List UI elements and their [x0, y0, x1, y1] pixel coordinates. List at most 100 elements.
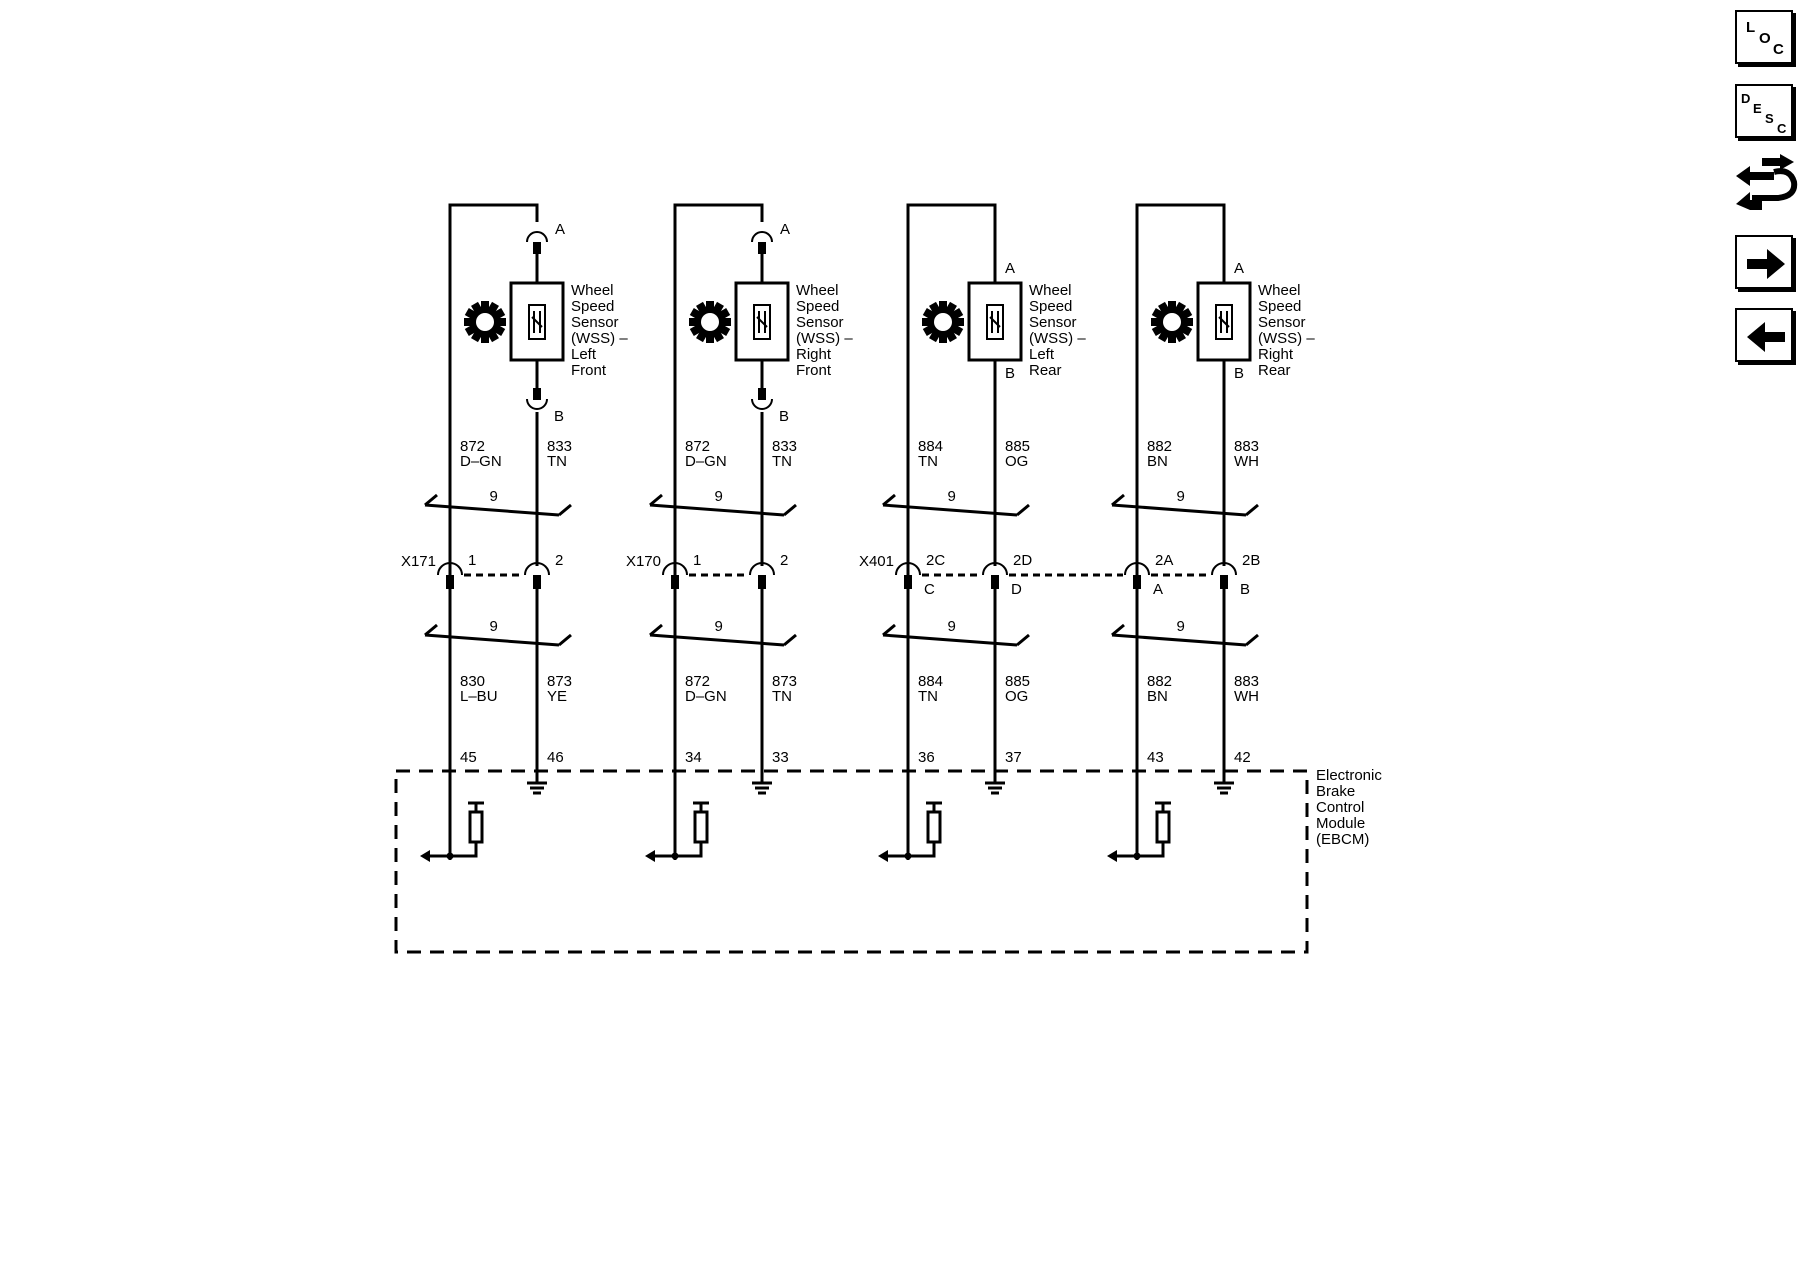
wire-circuit-number: 873	[772, 673, 797, 690]
ebcm-module-outline	[394, 769, 1309, 954]
sensor-element-mark	[989, 311, 1001, 333]
ground-icon	[752, 781, 772, 795]
module-pin-number: 34	[685, 749, 702, 766]
sensor-name-line: Wheel	[1258, 282, 1301, 299]
module-name-line: Control	[1316, 799, 1364, 816]
module-pin-number: 45	[460, 749, 477, 766]
wire-color-code: D–GN	[460, 453, 502, 470]
bundle-mark	[424, 503, 560, 517]
connector-pin-letter: B	[1240, 581, 1250, 598]
sensor-name-line: Left	[571, 346, 597, 363]
wire-circuit-number: 884	[918, 673, 943, 690]
terminal	[446, 575, 454, 589]
pin-label-a: A	[555, 221, 565, 238]
sensor-name-line: Left	[1029, 346, 1055, 363]
terminal	[758, 575, 766, 589]
module-pin-number: 43	[1147, 749, 1164, 766]
wire-color-code: TN	[772, 453, 792, 470]
connector-pin-number: 2	[780, 552, 788, 569]
wire-circuit-number: 884	[918, 438, 943, 455]
connector-pin-number: 2A	[1155, 552, 1173, 569]
input-resistor-icon	[450, 801, 484, 858]
sensor-name-line: Speed	[1258, 298, 1301, 315]
terminal	[533, 575, 541, 589]
connector-cavity	[1124, 562, 1150, 576]
connector-cavity	[982, 562, 1008, 576]
sensor-name-line: Front	[571, 362, 607, 379]
description-button[interactable]: D E S C	[1735, 84, 1793, 138]
wire-circuit-number: 872	[685, 438, 710, 455]
pin-label-b: B	[1234, 365, 1244, 382]
terminal	[671, 575, 679, 589]
signal-arrow-icon	[878, 850, 888, 862]
arrow-left-icon	[1747, 322, 1785, 352]
bundle-mark	[1111, 503, 1247, 517]
loc-letter-l: L	[1746, 19, 1755, 36]
sensor-name-line: Sensor	[1258, 314, 1306, 331]
pin-label-a: A	[1005, 260, 1015, 277]
desc-letter-c: C	[1777, 121, 1787, 136]
wire-circuit-number: 872	[460, 438, 485, 455]
connector-pin-a	[751, 231, 773, 243]
terminal	[991, 575, 999, 589]
sensor-name-line: Rear	[1029, 362, 1062, 379]
connector-pin-a	[526, 231, 548, 243]
wire-color-code: L–BU	[460, 688, 498, 705]
bundle-mark	[424, 633, 560, 647]
circuit-wire	[1135, 203, 1226, 825]
pin-label-b: B	[1005, 365, 1015, 382]
connector-pin-letter: C	[924, 581, 935, 598]
sensor-name-line: Speed	[796, 298, 839, 315]
wire-color-code: WH	[1234, 688, 1259, 705]
wire-color-code: WH	[1234, 453, 1259, 470]
location-button[interactable]: L O C	[1735, 10, 1793, 64]
previous-page-button[interactable]	[1735, 308, 1793, 362]
sensor-name-line: (WSS) –	[1258, 330, 1315, 347]
bundle-count: 9	[490, 488, 498, 505]
module-pin-number: 37	[1005, 749, 1022, 766]
connector-name: X171	[401, 553, 436, 570]
sensor-name-line: (WSS) –	[571, 330, 628, 347]
bundle-mark	[882, 503, 1018, 517]
next-page-button[interactable]	[1735, 235, 1793, 289]
sensor-element-mark	[756, 311, 768, 333]
arrow-right-icon	[1747, 249, 1785, 279]
wire-color-code: TN	[772, 688, 792, 705]
wire-color-code: TN	[918, 453, 938, 470]
signal-arrow-icon	[420, 850, 430, 862]
input-resistor-icon	[675, 801, 709, 858]
wire-circuit-number: 872	[685, 673, 710, 690]
connector-pin-number: 2	[555, 552, 563, 569]
connector-pin-number: 2D	[1013, 552, 1032, 569]
ground-icon	[985, 781, 1005, 795]
circuit-wire	[448, 203, 539, 825]
wire-circuit-number: 882	[1147, 438, 1172, 455]
wire-color-code: TN	[547, 453, 567, 470]
connector-cavity	[437, 562, 463, 576]
connector-end-view-button[interactable]	[1732, 152, 1798, 214]
signal-arrow-icon	[1107, 850, 1117, 862]
pin-label-a: A	[1234, 260, 1244, 277]
bundle-mark	[649, 503, 785, 517]
sensor-name-line: Front	[796, 362, 832, 379]
connector-cavity	[749, 562, 775, 576]
circuit-wire	[673, 203, 764, 825]
connector-pin-number: 1	[468, 552, 476, 569]
terminal	[533, 388, 541, 400]
wire-circuit-number: 883	[1234, 438, 1259, 455]
sensor-name-line: Sensor	[571, 314, 619, 331]
desc-letter-s: S	[1765, 111, 1774, 126]
bundle-count: 9	[715, 488, 723, 505]
sensor-name-line: (WSS) –	[796, 330, 853, 347]
wire-circuit-number: 833	[547, 438, 572, 455]
sensor-name-line: Speed	[571, 298, 614, 315]
signal-arrow-icon	[645, 850, 655, 862]
tone-wheel-icon	[922, 301, 964, 343]
terminal	[758, 388, 766, 400]
sensor-name-line: Wheel	[571, 282, 614, 299]
pin-label-b: B	[554, 408, 564, 425]
input-resistor-icon	[1137, 801, 1171, 858]
module-name-line: (EBCM)	[1316, 831, 1369, 848]
